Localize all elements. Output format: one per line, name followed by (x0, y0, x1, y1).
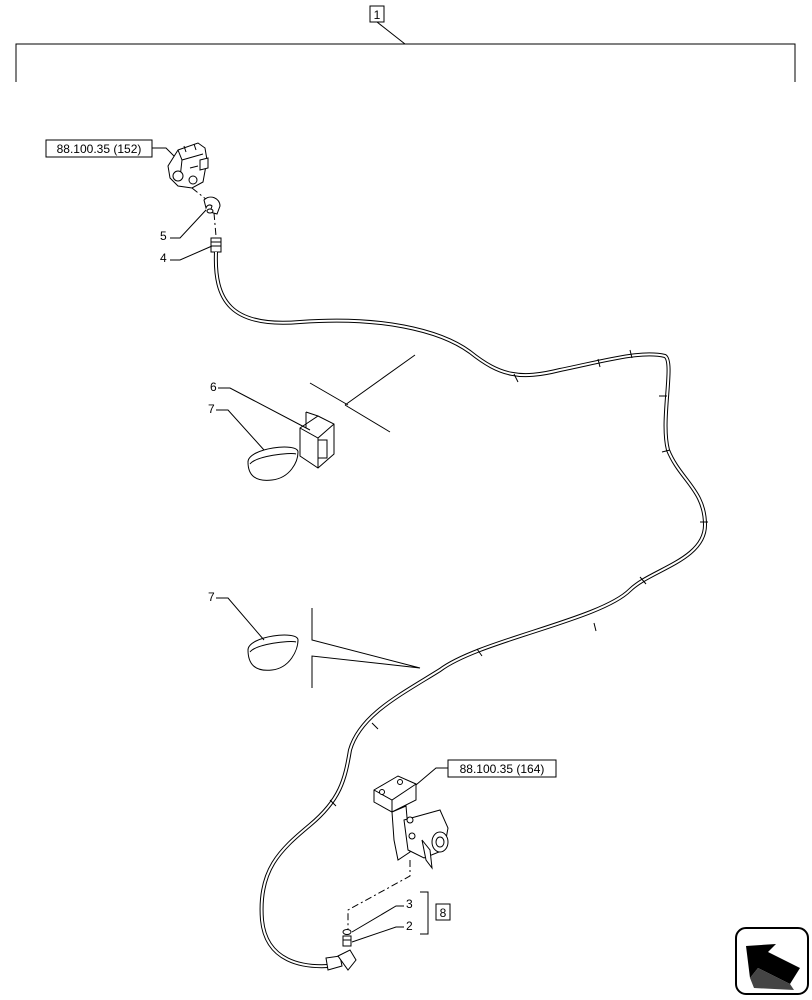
reference-bottom[interactable]: 88.100.35 (164) (409, 759, 557, 791)
reference-top[interactable]: 88.100.35 (152) (45, 139, 179, 161)
top-valve (167, 142, 209, 189)
svg-text:7: 7 (208, 402, 215, 416)
navigation-arrow-icon[interactable] (735, 927, 809, 995)
svg-text:7: 7 (208, 590, 215, 604)
callout-3: 3 (351, 897, 413, 933)
elbow-fitting (203, 196, 221, 215)
svg-text:6: 6 (210, 380, 217, 394)
svg-text:2: 2 (406, 919, 413, 933)
hose-clip (299, 411, 335, 469)
svg-text:4: 4 (160, 251, 167, 265)
reference-top-label: 88.100.35 (152) (57, 142, 142, 156)
svg-text:5: 5 (160, 229, 167, 243)
adapter-fitting (342, 929, 352, 947)
callout-7-lower: 7 (208, 590, 265, 641)
section-marker-upper (309, 354, 416, 433)
callout-5: 5 (160, 209, 207, 243)
reference-bottom-label: 88.100.35 (164) (460, 762, 545, 776)
kit-label-box (435, 903, 451, 921)
bottom-fitting (325, 949, 357, 971)
svg-text:3: 3 (406, 897, 413, 911)
assembly-label: 1 (374, 8, 381, 22)
callout-2: 2 (351, 919, 413, 943)
callout-7-upper: 7 (208, 402, 265, 451)
kit-label: 8 (440, 906, 447, 920)
bottom-valve (373, 775, 449, 870)
assembly-bracket: 1 (15, 5, 796, 82)
callout-6: 6 (210, 380, 311, 431)
cable-tie-upper (247, 446, 299, 481)
hydraulic-hose (213, 251, 708, 969)
cable-tie-lower (247, 634, 299, 671)
callout-4: 4 (160, 245, 213, 265)
kit-bracket: 8 (420, 891, 451, 935)
section-marker-lower (311, 608, 421, 688)
hose-end-fitting (210, 237, 222, 253)
